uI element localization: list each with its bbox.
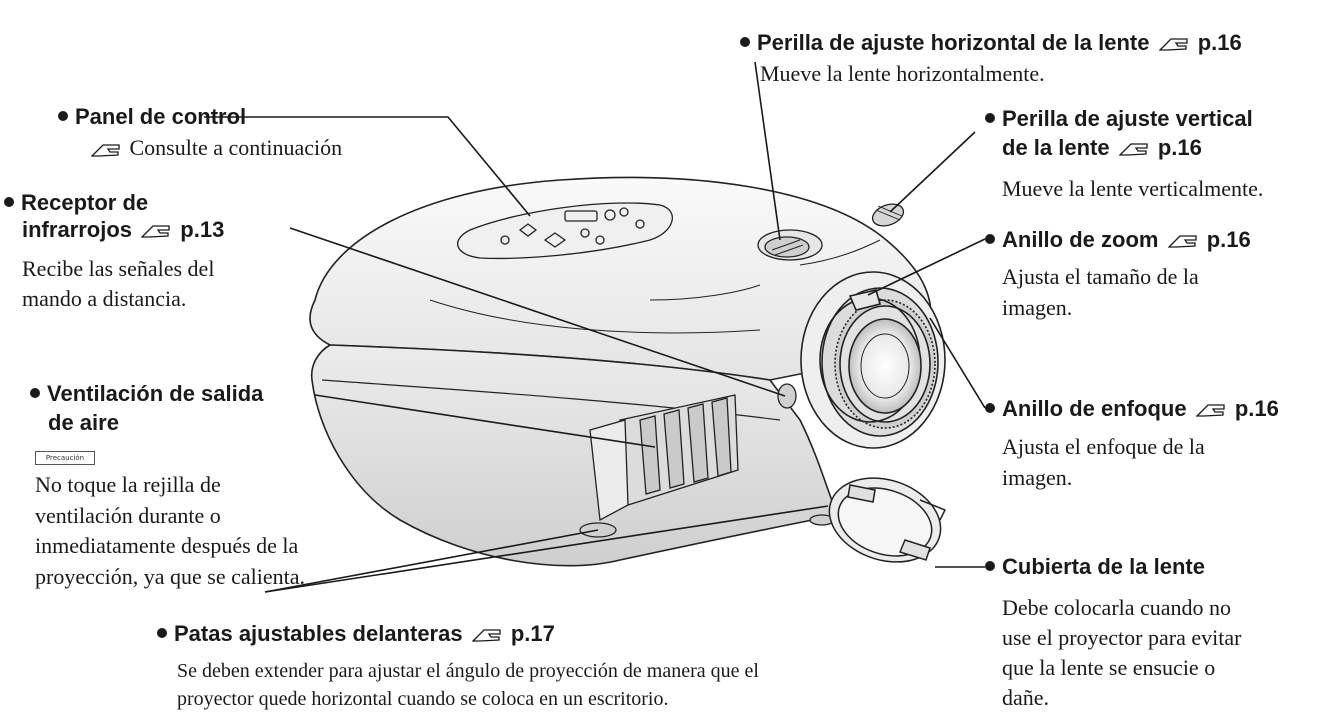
lens-cover-desc-2: use el proyector para evitar bbox=[1002, 625, 1242, 650]
bullet-icon bbox=[740, 37, 750, 48]
vertical-knob-device bbox=[871, 203, 905, 227]
reference-hand-icon bbox=[471, 629, 501, 642]
zoom-ring-desc-1: Ajusta el tamaño de la bbox=[1002, 264, 1199, 289]
ir-receiver-title-2: infrarrojos p.13 bbox=[22, 217, 225, 242]
v-knob-title-2: de la lente p.16 bbox=[1002, 135, 1202, 160]
reference-hand-icon bbox=[91, 144, 120, 157]
h-knob-desc: Mueve la lente horizontalmente. bbox=[760, 61, 1045, 86]
ir-receiver-desc-2: mando a distancia. bbox=[22, 286, 187, 311]
projector-body bbox=[309, 176, 932, 567]
bullet-icon bbox=[985, 234, 995, 245]
lens-cover-desc-1: Debe colocarla cuando no bbox=[1002, 595, 1232, 620]
lens-cover-desc-4: dañe. bbox=[1002, 685, 1050, 710]
focus-ring-desc-2: imagen. bbox=[1002, 465, 1073, 490]
control-panel-device bbox=[457, 202, 673, 260]
reference-hand-icon bbox=[141, 225, 170, 238]
air-exhaust-title: Ventilación de salida bbox=[30, 381, 263, 407]
v-knob-title: Perilla de ajuste vertical bbox=[985, 106, 1253, 132]
ir-receiver-desc-1: Recibe las señales del bbox=[22, 256, 215, 281]
lens-cover-title: Cubierta de la lente bbox=[985, 554, 1205, 580]
front-feet-title: Patas ajustables delanteras p.17 bbox=[157, 621, 555, 647]
control-panel-title: Panel de control bbox=[58, 104, 246, 130]
air-exhaust-desc-3: inmediatamente después de la bbox=[35, 533, 299, 558]
lens-cover-desc-3: que la lente se ensucie o bbox=[1002, 655, 1216, 680]
v-knob-desc: Mueve la lente verticalmente. bbox=[1002, 176, 1264, 201]
front-feet-desc-2: proyector quede horizontal cuando se col… bbox=[177, 688, 669, 710]
leader-lines bbox=[204, 61, 986, 593]
air-exhaust-desc-2: ventilación durante o bbox=[35, 503, 221, 528]
bullet-icon bbox=[30, 388, 40, 399]
lens-cover-device bbox=[828, 477, 947, 563]
reference-hand-icon bbox=[1167, 235, 1197, 248]
h-knob-title: Perilla de ajuste horizontal de la lente… bbox=[740, 30, 1242, 56]
zoom-ring-title: Anillo de zoom p.16 bbox=[985, 227, 1251, 253]
bullet-icon bbox=[985, 403, 995, 414]
lens-assembly bbox=[800, 271, 946, 449]
focus-ring-desc-1: Ajusta el enfoque de la bbox=[1002, 434, 1205, 459]
bullet-icon bbox=[985, 113, 995, 124]
control-panel-ref: Consulte a continuación bbox=[88, 133, 342, 162]
front-feet-desc-1: Se deben extender para ajustar el ángulo… bbox=[177, 660, 759, 682]
caution-icon: Precaución bbox=[35, 451, 95, 465]
reference-hand-icon bbox=[1118, 143, 1148, 156]
air-exhaust-desc-4: proyección, ya que se calienta. bbox=[35, 564, 305, 589]
reference-hand-icon bbox=[1195, 404, 1225, 417]
zoom-ring-desc-2: imagen. bbox=[1002, 295, 1073, 320]
horizontal-knob-device bbox=[757, 229, 823, 261]
bullet-icon bbox=[58, 111, 68, 122]
focus-ring-title: Anillo de enfoque p.16 bbox=[985, 396, 1279, 422]
ir-receiver-device bbox=[777, 383, 797, 409]
reference-hand-icon bbox=[1158, 38, 1188, 51]
bullet-icon bbox=[985, 561, 995, 572]
exhaust-vent-device bbox=[589, 394, 739, 522]
air-exhaust-desc-1: No toque la rejilla de bbox=[35, 472, 221, 497]
bullet-icon bbox=[4, 197, 14, 208]
air-exhaust-title-2: de aire bbox=[48, 410, 119, 435]
bullet-icon bbox=[157, 628, 167, 639]
ir-receiver-title: Receptor de bbox=[4, 190, 148, 216]
